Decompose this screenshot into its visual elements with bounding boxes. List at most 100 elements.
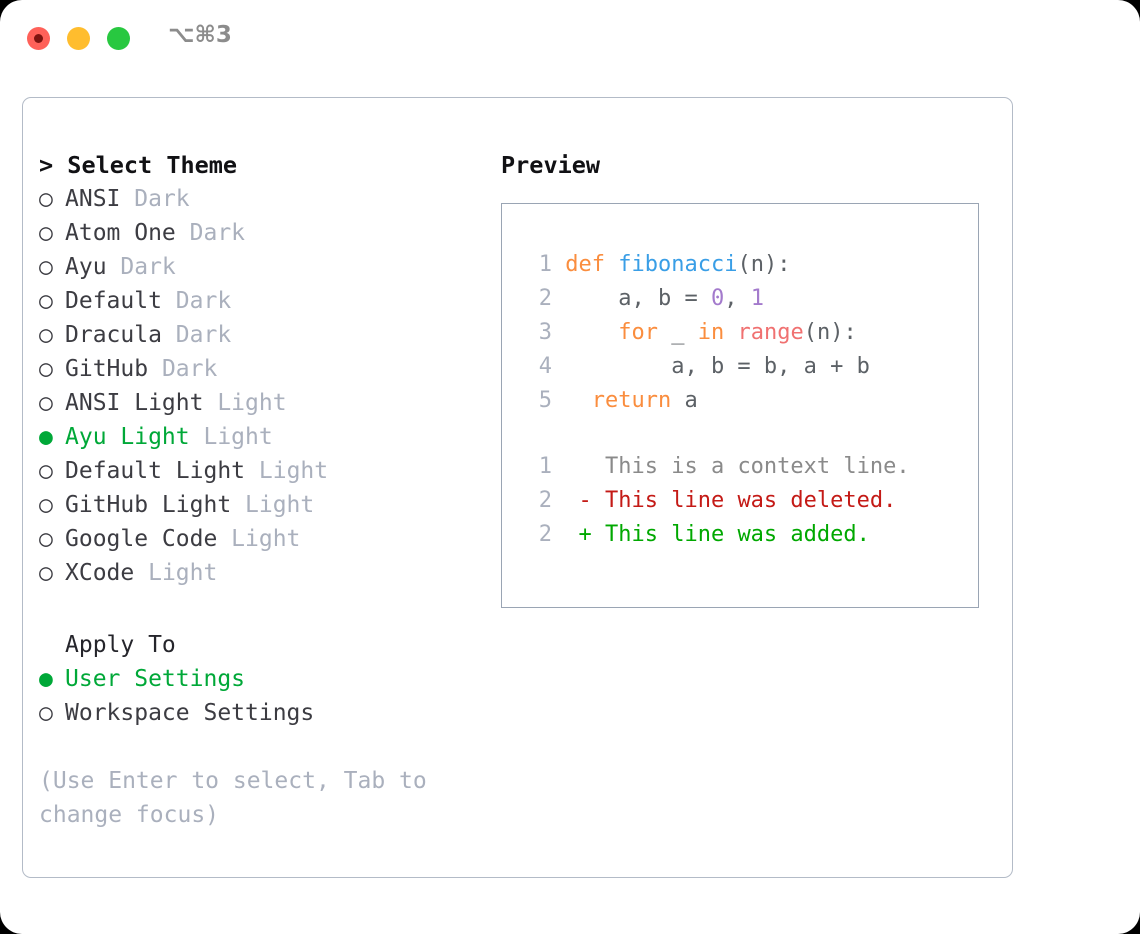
diff-line-text: This is a context line. [578, 454, 910, 479]
radio-selected-icon: ● [39, 424, 53, 450]
code-line: 2 a, b = 0, 1 [520, 282, 978, 316]
diff-sample: 1 This is a context line.2 - This line w… [520, 450, 978, 552]
theme-name: Atom One [65, 220, 190, 246]
diff-line-number: 2 [538, 522, 552, 547]
theme-category: Dark [120, 254, 176, 280]
code-line: 4 a, b = b, a + b [520, 350, 978, 384]
theme-list-item[interactable]: ○ANSI Light Light [39, 386, 479, 420]
theme-list-item[interactable]: ○ Google Code Light [39, 522, 479, 556]
theme-list-item[interactable]: ○ Atom One Dark [39, 216, 479, 250]
code-token: (n): [737, 252, 791, 277]
code-line: 5 return a [520, 384, 978, 418]
theme-name: Google Code [65, 526, 232, 552]
preview-title: Preview [501, 151, 601, 179]
theme-category: Dark [189, 220, 246, 246]
diff-line: 1 This is a context line. [520, 450, 978, 484]
close-window-icon[interactable] [27, 27, 50, 50]
code-token: (n): [803, 320, 857, 345]
diff-line-number: 1 [538, 454, 552, 479]
line-number: 3 [538, 320, 552, 345]
theme-category: Light [231, 526, 301, 552]
line-number: 5 [538, 388, 552, 413]
line-number: 2 [538, 286, 552, 311]
theme-category: Light [258, 458, 329, 484]
theme-name: GitHub Light [65, 492, 246, 518]
theme-name: Default Light [65, 458, 259, 484]
code-line: 3 for _ in range(n): [520, 316, 978, 350]
minimize-window-icon[interactable] [67, 27, 90, 50]
theme-category: Dark [134, 186, 190, 212]
maximize-window-icon[interactable] [107, 27, 130, 50]
code-token: 1 [750, 286, 764, 311]
apply-to-header: Apply To [65, 632, 176, 658]
title-bar: ⌥⌘3 [0, 0, 1140, 76]
apply-to-list: ●User Settings ○ Workspace Settings [39, 662, 479, 730]
code-token: in [697, 320, 725, 345]
diff-line: 2 + This line was added. [520, 518, 978, 552]
diff-line-text: + This line was added. [578, 522, 870, 547]
diff-line-text: - This line was deleted. [578, 488, 897, 513]
theme-category: Light [245, 492, 315, 518]
code-token: range [737, 320, 804, 345]
code-token [565, 388, 592, 413]
radio-unselected-icon: ○ [39, 458, 53, 484]
code-token: a, b = [565, 286, 711, 311]
radio-unselected-icon: ○ [39, 492, 53, 518]
keyboard-shortcut-label: ⌥⌘3 [168, 22, 232, 48]
radio-selected-icon: ● [39, 666, 53, 692]
theme-category: Dark [161, 356, 218, 382]
theme-list-item[interactable]: ○ XCode Light [39, 556, 479, 590]
theme-name: Ayu [65, 254, 121, 280]
code-token: def [565, 252, 619, 277]
theme-list-item[interactable]: ○GitHub Dark [39, 352, 479, 386]
theme-category: Light [203, 424, 273, 450]
keyboard-hint-text: (Use Enter to select, Tab to change focu… [39, 768, 427, 828]
theme-list-item[interactable]: ○ Default Dark [39, 284, 479, 318]
radio-unselected-icon: ○ [39, 560, 53, 586]
radio-unselected-icon: ○ [39, 322, 53, 348]
theme-name: ANSI Light [65, 390, 218, 416]
radio-unselected-icon: ○ [39, 390, 53, 416]
theme-list-item[interactable]: ○ Default Light Light [39, 454, 479, 488]
theme-category: Dark [175, 288, 232, 314]
theme-list-item[interactable]: ○ GitHub Light Light [39, 488, 479, 522]
theme-list-item[interactable]: ○ANSI Dark [39, 182, 479, 216]
code-token [565, 320, 618, 345]
preview-spacer [520, 418, 978, 450]
code-token: 0 [710, 286, 725, 311]
apply-to-option[interactable]: ○ Workspace Settings [39, 696, 479, 730]
code-token: , [724, 286, 751, 311]
theme-category: Dark [175, 322, 232, 348]
content-panel: > Select Theme ○ANSI Dark○Atom One Dark○… [22, 97, 1013, 878]
diff-line: 2 - This line was deleted. [520, 484, 978, 518]
radio-unselected-icon: ○ [39, 220, 53, 246]
radio-unselected-icon: ○ [39, 288, 53, 314]
code-token: fibonacci [618, 252, 738, 277]
code-token: return [591, 388, 672, 413]
theme-category: Light [148, 560, 218, 586]
theme-name: Ayu Light [65, 424, 204, 450]
apply-to-label: Workspace Settings [65, 700, 315, 726]
theme-list-item[interactable]: ○Dracula Dark [39, 318, 479, 352]
code-line: 1 def fibonacci(n): [520, 248, 978, 282]
theme-list-item[interactable]: ○ Ayu Dark [39, 250, 479, 284]
theme-name: XCode [65, 560, 149, 586]
theme-name: Default [65, 288, 176, 314]
line-number: 1 [538, 252, 552, 277]
theme-list-item[interactable]: ● Ayu Light Light [39, 420, 479, 454]
diff-line-number: 2 [538, 488, 552, 513]
code-token: _ [657, 320, 698, 345]
radio-unselected-icon: ○ [39, 186, 53, 212]
code-token: a [671, 388, 698, 413]
radio-unselected-icon: ○ [39, 254, 53, 280]
radio-unselected-icon: ○ [39, 700, 53, 726]
select-theme-header: > Select Theme [39, 151, 238, 179]
theme-picker-column: > Select Theme ○ANSI Dark○Atom One Dark○… [39, 148, 479, 832]
apply-to-option[interactable]: ●User Settings [39, 662, 479, 696]
theme-name: GitHub [65, 356, 162, 382]
radio-unselected-icon: ○ [39, 526, 53, 552]
theme-list: ○ANSI Dark○Atom One Dark○Ayu Dark○Defaul… [39, 182, 479, 590]
